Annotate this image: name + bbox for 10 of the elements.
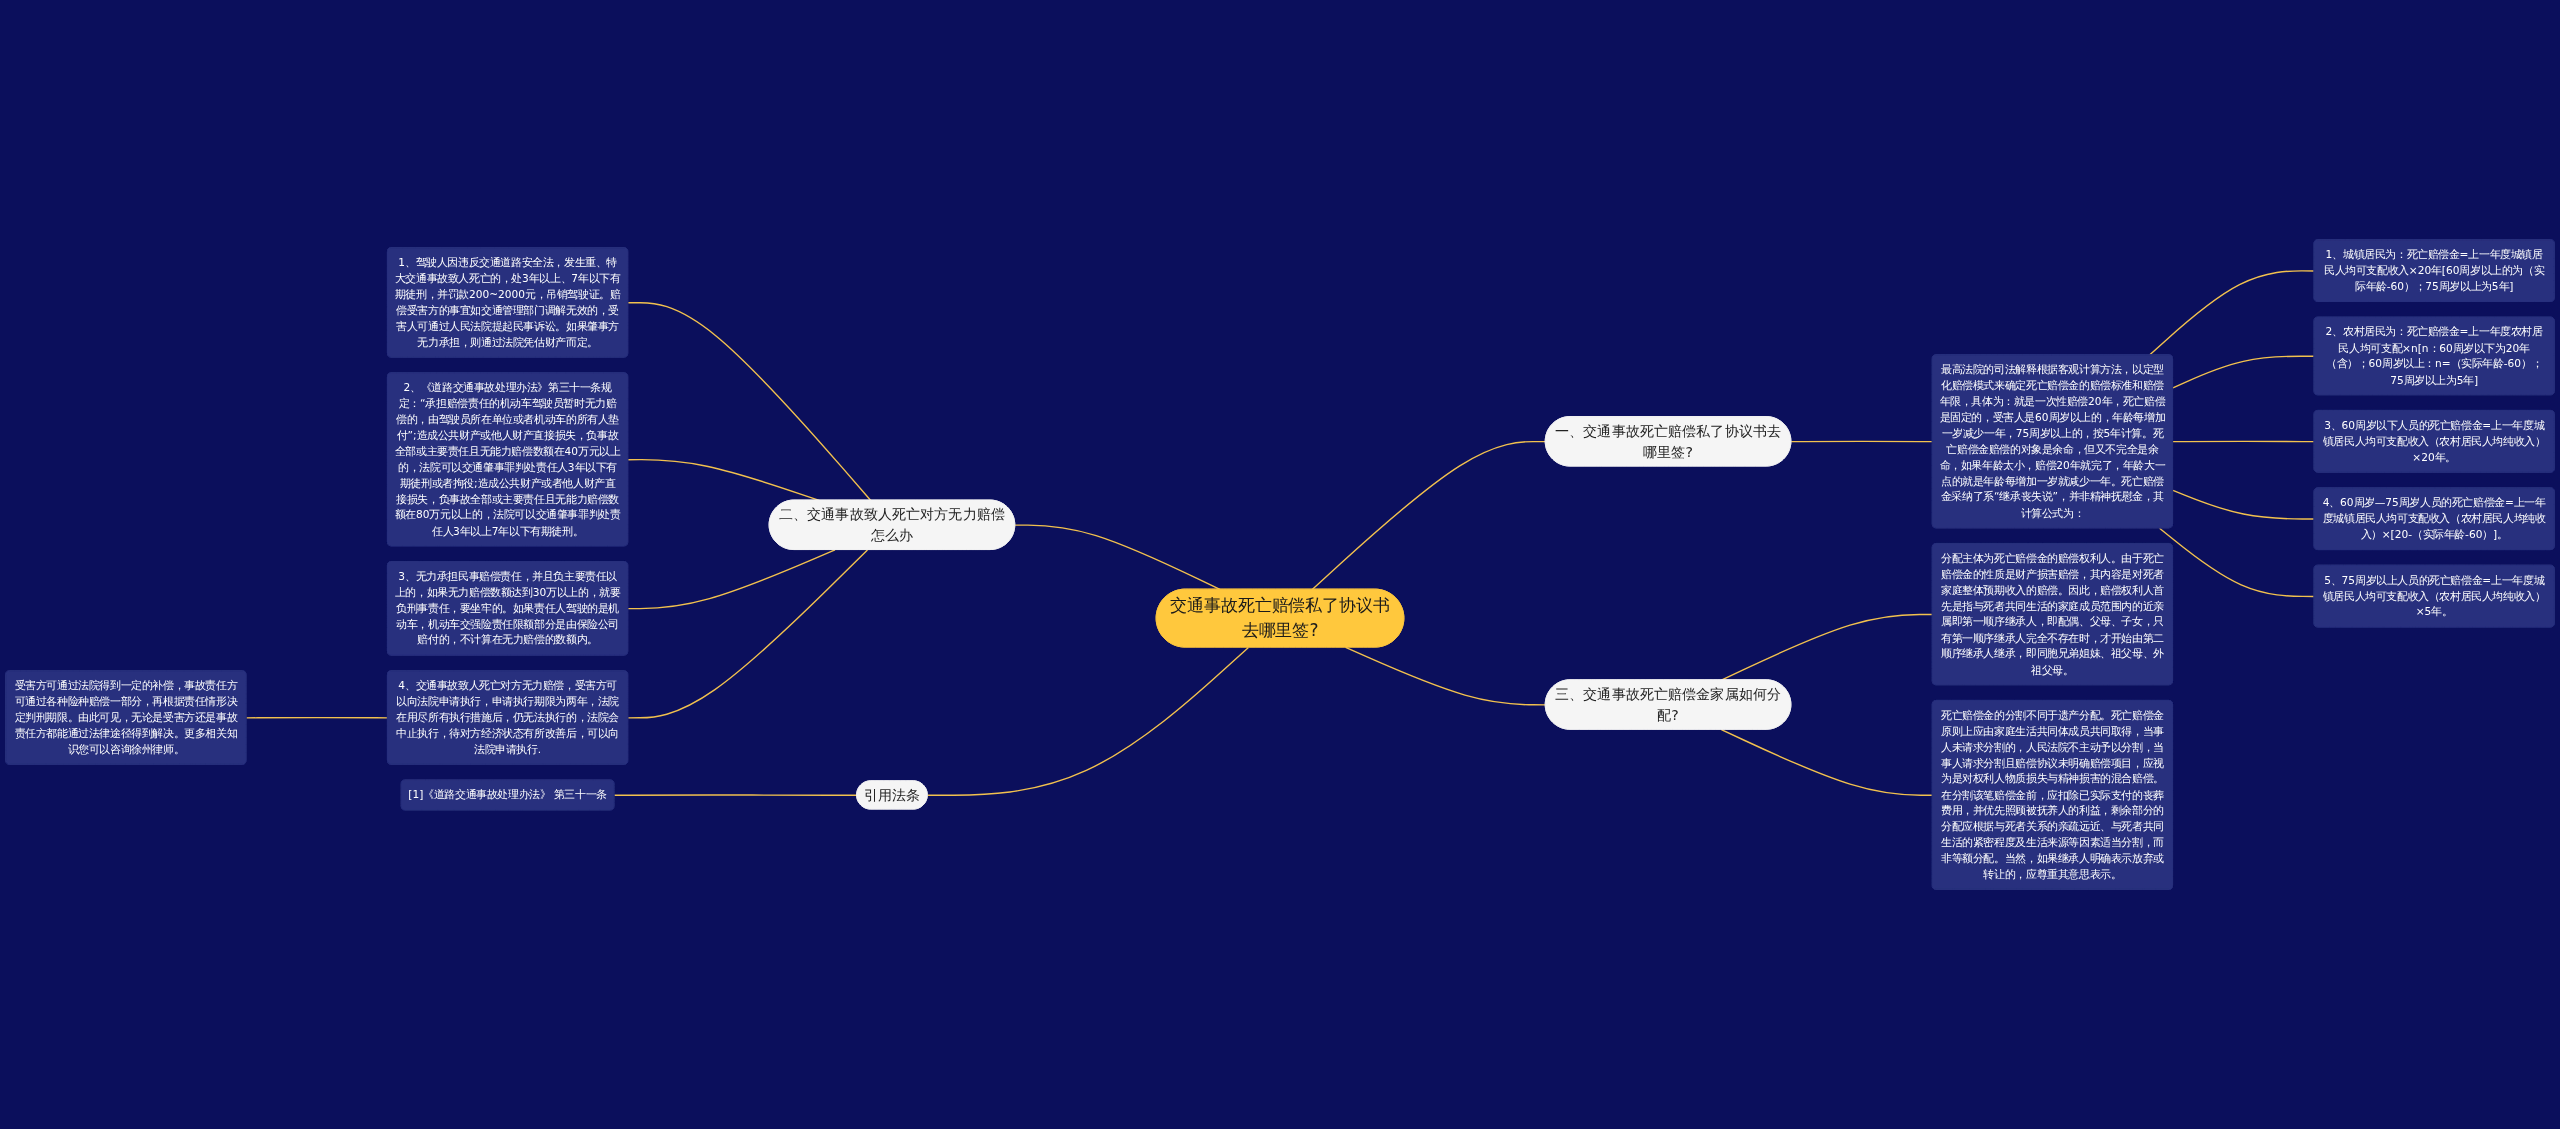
connector <box>613 794 858 796</box>
connector <box>926 646 1250 796</box>
connector <box>1311 440 1547 591</box>
connector <box>1344 646 1547 706</box>
connector <box>627 549 869 719</box>
connector <box>627 549 836 610</box>
connector <box>245 716 389 719</box>
connector <box>1720 728 1934 796</box>
connector <box>627 301 872 502</box>
connector <box>1790 440 1934 443</box>
